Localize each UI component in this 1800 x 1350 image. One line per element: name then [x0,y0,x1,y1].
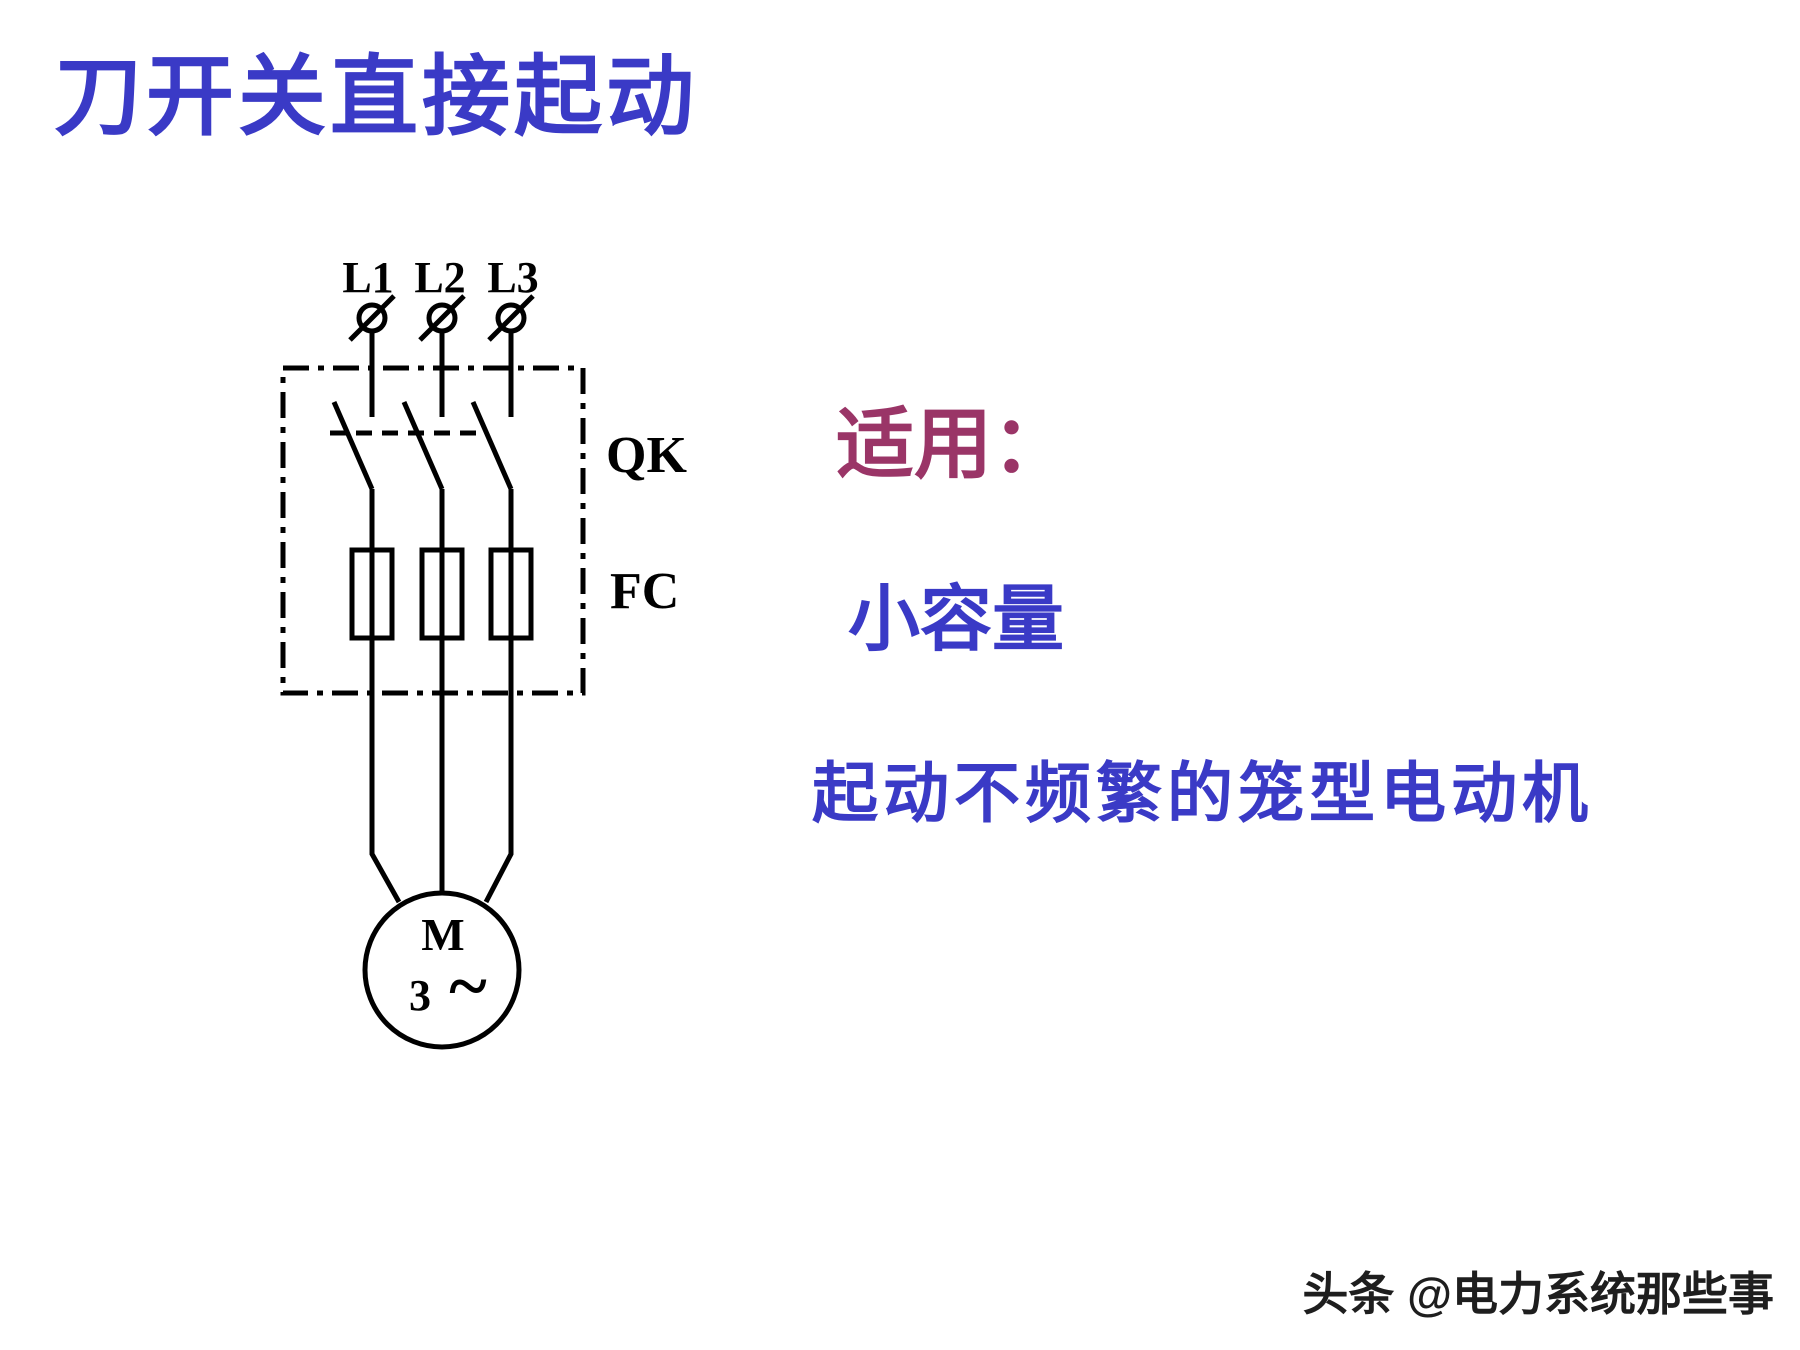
ac-sine-wave-icon: ~ [449,946,486,1026]
notes-heading: 适用： [836,401,1071,488]
motor-letter: M [421,909,464,960]
watermark-text: 头条 @电力系统那些事 [1302,1268,1774,1320]
phase-label-l1: L1 [342,253,393,302]
fuse-label: FC [610,563,679,620]
switch-enclosure-box [280,365,586,696]
switch-pole-1 [331,331,395,641]
motor-circle [362,890,522,1050]
slide-title: 刀开关直接起动 [54,50,699,147]
phase-label-l2: L2 [414,253,465,302]
motor-phase-count: 3 [409,971,431,1020]
switch-pole-2 [401,331,465,641]
note-item-infrequent-start: 起动不频繁的笼型电动机 [812,758,1593,831]
switch-pole-3 [470,331,534,641]
switch-label: QK [606,427,687,484]
note-item-small-capacity: 小容量 [848,580,1065,660]
phase-label-l3: L3 [487,253,538,302]
motor-feed-wires [369,638,514,904]
